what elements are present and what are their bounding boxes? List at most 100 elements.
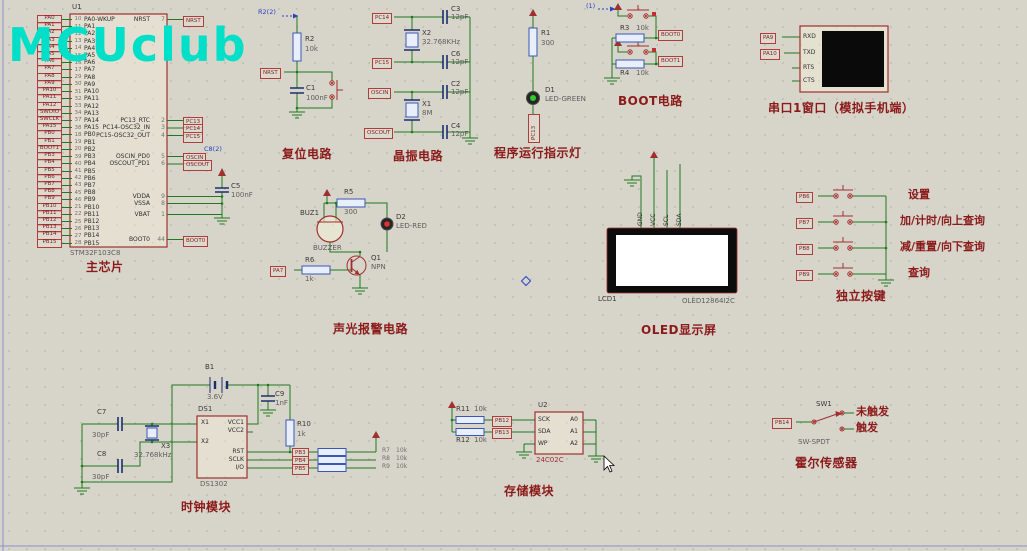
resistor-r4[interactable] bbox=[615, 59, 645, 69]
net-tag-oscout[interactable]: OSCOUT bbox=[183, 160, 213, 171]
u1-main-chip-symbol[interactable] bbox=[69, 13, 230, 248]
u2-body[interactable] bbox=[534, 411, 584, 455]
pin-stub bbox=[62, 235, 72, 237]
resistor-r10[interactable] bbox=[285, 419, 295, 447]
led-d1[interactable] bbox=[526, 91, 540, 105]
resistor-r11[interactable] bbox=[455, 416, 485, 424]
net-tag-pc15[interactable]: PC15 bbox=[183, 131, 204, 143]
u2-pin-sda: SDA bbox=[538, 428, 551, 435]
pin-number: 3 bbox=[161, 124, 165, 131]
capacitor-c5[interactable] bbox=[215, 187, 229, 193]
u1-part: STM32F103C8 bbox=[70, 249, 121, 257]
net-tag-boot0[interactable]: BOOT0 bbox=[183, 235, 209, 247]
pin-number: 30 bbox=[74, 81, 82, 88]
buzzer-buz1[interactable] bbox=[316, 215, 344, 243]
ground-symbol bbox=[352, 287, 368, 295]
net-tag-oscout[interactable]: OSCOUT bbox=[364, 127, 394, 139]
net-tag-pa10[interactable]: PA10 bbox=[760, 48, 780, 60]
u2-pin-wp: WP bbox=[538, 440, 548, 447]
pin-number: 15 bbox=[74, 52, 82, 59]
battery-b1[interactable] bbox=[196, 377, 242, 393]
net-tag-pc13-vertical[interactable]: PC13 bbox=[528, 114, 540, 143]
virtual-terminal-symbol[interactable] bbox=[782, 25, 889, 93]
net-tag-pc14[interactable]: PC14 bbox=[372, 12, 393, 24]
pin-number: 38 bbox=[74, 124, 82, 131]
ground-symbol bbox=[588, 455, 604, 463]
net-tag-pb6[interactable]: PB6 bbox=[796, 191, 813, 203]
resistor-r2[interactable] bbox=[292, 32, 302, 62]
key-button-2[interactable] bbox=[833, 211, 853, 225]
pin-name: PB7 bbox=[84, 181, 96, 189]
c5-decoupling[interactable] bbox=[214, 168, 230, 225]
chip-pin-row: PB15 28 PB15 bbox=[37, 238, 165, 248]
capacitor-c2[interactable] bbox=[442, 85, 448, 99]
crystal-x2[interactable] bbox=[404, 29, 420, 51]
net-tag-pb13[interactable]: PB13 bbox=[492, 427, 513, 439]
resistor-r7[interactable] bbox=[317, 448, 347, 456]
pin-stub bbox=[62, 170, 72, 172]
net-tag-pb12[interactable]: PB12 bbox=[492, 415, 513, 427]
capacitor-c9[interactable] bbox=[261, 395, 275, 402]
resistor-r9[interactable] bbox=[317, 464, 347, 472]
net-tag-label: PC13 bbox=[531, 125, 537, 140]
net-tag-nrst[interactable]: NRST bbox=[260, 67, 281, 79]
capacitor-c6[interactable] bbox=[442, 55, 448, 69]
resistor-r6[interactable] bbox=[301, 265, 331, 275]
key-button-1[interactable] bbox=[833, 185, 853, 199]
pin-stub bbox=[62, 105, 72, 107]
mouse-cursor bbox=[603, 455, 616, 473]
key-button-3[interactable] bbox=[833, 237, 853, 251]
net-tag-pb8[interactable]: PB8 bbox=[796, 243, 813, 255]
pin-name: PA3 bbox=[84, 37, 96, 45]
capacitor-c3[interactable] bbox=[442, 10, 448, 24]
key-button-4[interactable] bbox=[833, 263, 853, 277]
c5-value: 100nF bbox=[231, 191, 253, 199]
resistor-r12[interactable] bbox=[455, 428, 485, 436]
capacitor-c7[interactable] bbox=[117, 417, 123, 431]
crystal-x3[interactable] bbox=[145, 425, 159, 441]
led-d2[interactable] bbox=[380, 217, 394, 231]
terminal-screen[interactable] bbox=[822, 31, 884, 87]
ds1-part: DS1302 bbox=[200, 480, 228, 488]
pin-name: PC13_RTC bbox=[120, 116, 150, 124]
r12-value: 10k bbox=[474, 436, 487, 444]
net-tag-boot0[interactable]: BOOT0 bbox=[658, 30, 684, 41]
transistor-q1[interactable] bbox=[346, 255, 367, 276]
net-tag-pb14[interactable]: PB14 bbox=[772, 417, 793, 429]
pin-name: PB15 bbox=[84, 239, 100, 247]
reset-button[interactable] bbox=[329, 80, 343, 100]
net-tag-pb7[interactable]: PB7 bbox=[796, 217, 813, 229]
ds1-pin-sclk: SCLK bbox=[228, 455, 244, 463]
resistor-r8[interactable] bbox=[317, 456, 347, 464]
net-tag[interactable]: PB15 bbox=[37, 238, 62, 248]
pin-stub bbox=[62, 228, 72, 230]
net-tag-pb9[interactable]: PB9 bbox=[796, 269, 813, 281]
ds1-body[interactable] bbox=[196, 415, 248, 479]
switch-sw1[interactable] bbox=[811, 410, 845, 432]
oled-symbol[interactable] bbox=[606, 151, 738, 294]
boot0-button[interactable] bbox=[627, 5, 656, 19]
pin-number: 34 bbox=[74, 110, 82, 117]
resistor-r1[interactable] bbox=[528, 27, 538, 57]
net-tag-pa7[interactable]: PA7 bbox=[270, 265, 287, 277]
net-ref-label: C8(2) bbox=[204, 145, 222, 153]
net-tag-pc15[interactable]: PC15 bbox=[372, 57, 393, 69]
u1-body[interactable] bbox=[69, 13, 168, 248]
capacitor-c4[interactable] bbox=[442, 125, 448, 139]
resistor-r3[interactable] bbox=[615, 33, 645, 43]
capacitor-c8[interactable] bbox=[117, 459, 123, 473]
net-tag-nrst[interactable]: NRST bbox=[183, 15, 204, 27]
capacitor-c1[interactable] bbox=[290, 87, 304, 94]
oled-screen[interactable] bbox=[616, 235, 728, 286]
pin-name: PB13 bbox=[84, 225, 100, 233]
net-tag-pa9[interactable]: PA9 bbox=[760, 32, 777, 44]
net-tag-pb5[interactable]: PB5 bbox=[292, 464, 309, 475]
pin-name: PA15 bbox=[84, 124, 99, 132]
lcd1-ref: LCD1 bbox=[598, 295, 617, 303]
crystal-x1[interactable] bbox=[404, 99, 420, 121]
wires bbox=[294, 196, 388, 288]
net-tag-oscin[interactable]: OSCIN bbox=[368, 87, 392, 99]
resistor-r5[interactable] bbox=[336, 198, 366, 208]
net-tag-boot1[interactable]: BOOT1 bbox=[658, 56, 684, 67]
